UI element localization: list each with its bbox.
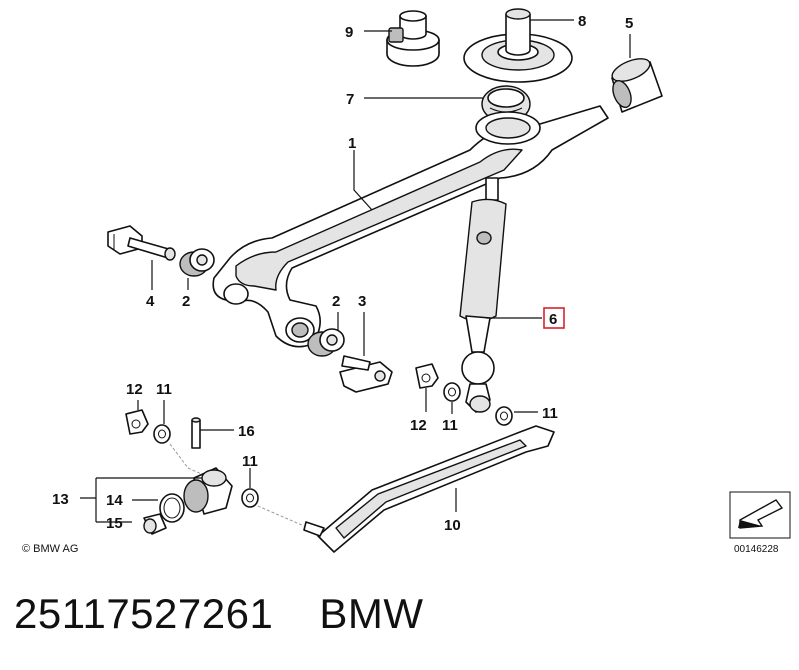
part-11-washer-right-b bbox=[495, 406, 513, 426]
part-11-washer-right-a bbox=[443, 382, 461, 402]
callout-12-left: 12 bbox=[126, 381, 143, 398]
direction-arrow-icon bbox=[738, 499, 784, 529]
callout-16: 16 bbox=[238, 423, 255, 440]
part-1-selector-arm bbox=[212, 105, 609, 348]
part-13-joint-assembly bbox=[169, 443, 233, 515]
callout-9: 9 bbox=[345, 24, 353, 41]
exploded-parts-diagram: 9 8 5 7 1 4 2 2 3 6 12 11 16 11 13 14 15… bbox=[22, 8, 791, 555]
part-14-ring bbox=[159, 493, 185, 523]
copyright-notice: © BMW AG bbox=[22, 543, 78, 555]
part-16-pin bbox=[191, 417, 201, 449]
callout-3: 3 bbox=[358, 293, 366, 310]
callout-12-right: 12 bbox=[410, 417, 427, 434]
callout-2-left: 2 bbox=[182, 293, 190, 310]
callout-8: 8 bbox=[578, 13, 586, 30]
callout-labels: 9 8 5 7 1 4 2 2 3 6 12 11 16 11 13 14 15… bbox=[52, 13, 633, 534]
callout-6: 6 bbox=[549, 311, 557, 328]
part-info-footer: 25117527261 BMW bbox=[14, 584, 423, 644]
part-3-bracket bbox=[339, 355, 393, 393]
callout-6-highlight bbox=[543, 307, 565, 329]
reference-number: 00146228 bbox=[734, 544, 779, 555]
part-5-sleeve bbox=[611, 58, 663, 113]
part-8-gear-boot bbox=[463, 8, 573, 83]
callout-14: 14 bbox=[106, 492, 123, 509]
callout-4: 4 bbox=[146, 293, 155, 310]
callout-7: 7 bbox=[346, 91, 354, 108]
part-15-bush bbox=[143, 513, 167, 535]
part-6-shift-rod bbox=[459, 177, 507, 413]
callout-2-right: 2 bbox=[332, 293, 340, 310]
part-4-pin-bracket bbox=[107, 225, 176, 261]
part-11-washer-left-a bbox=[153, 424, 171, 444]
reference-box: 00146228 bbox=[729, 491, 791, 555]
callout-11-right-b: 11 bbox=[542, 405, 558, 422]
part-2-bush-left bbox=[179, 248, 215, 277]
part-12-clip-left bbox=[125, 409, 149, 435]
callout-15: 15 bbox=[106, 515, 123, 532]
part-2-bush-right bbox=[307, 328, 345, 357]
part-10-shift-link bbox=[243, 425, 555, 553]
brand-name: BMW bbox=[319, 590, 424, 637]
leader-lines bbox=[80, 19, 631, 523]
callout-10: 10 bbox=[444, 517, 461, 534]
callout-11-left-a: 11 bbox=[156, 381, 172, 398]
callout-5: 5 bbox=[625, 15, 633, 32]
part-number: 25117527261 bbox=[14, 590, 274, 637]
callout-13: 13 bbox=[52, 491, 69, 508]
part-9-bush bbox=[386, 10, 440, 67]
callout-1: 1 bbox=[348, 135, 356, 152]
part-12-clip-right bbox=[415, 363, 439, 389]
callout-11-right-a: 11 bbox=[442, 417, 458, 434]
callout-11-left-b: 11 bbox=[242, 453, 258, 470]
part-11-washer-left-b bbox=[241, 488, 259, 508]
